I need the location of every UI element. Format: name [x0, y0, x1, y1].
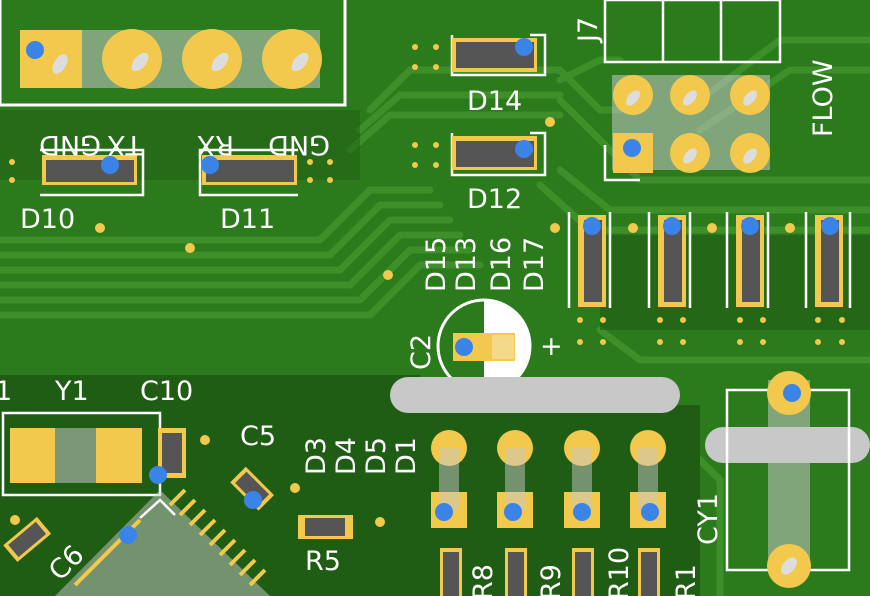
label-cy1: CY1 [693, 493, 724, 545]
label-y1: Y1 [54, 376, 89, 407]
label-d1: D1 [391, 437, 422, 475]
j7-connector [603, 0, 782, 182]
ic-package [55, 488, 270, 596]
label-c10: C10 [140, 376, 193, 407]
label-d14: D14 [467, 86, 522, 117]
label-c5: C5 [240, 421, 276, 452]
label-c2: C2 [406, 334, 437, 370]
label-flow: FLOW [808, 59, 839, 137]
label-r10: R10 [604, 547, 635, 596]
header-connector [0, 0, 347, 107]
board-slot [390, 377, 680, 413]
label-r5: R5 [305, 546, 341, 577]
led-d16 [725, 212, 770, 308]
label-r9: R9 [536, 564, 567, 596]
label-r1: R1 [671, 564, 702, 596]
led-d14 [450, 33, 547, 77]
led-d17 [804, 212, 852, 308]
led-d13 [647, 212, 692, 308]
header-pad-1 [20, 30, 82, 88]
label-d3: D3 [301, 437, 332, 475]
label-d5: D5 [361, 437, 392, 475]
capacitor-c10 [149, 428, 186, 484]
header-pad-4 [262, 29, 322, 89]
label-gnd-left: GND [39, 129, 101, 160]
led-d11 [198, 148, 298, 197]
resistor-r5 [298, 515, 353, 539]
label-partial: 1 [0, 376, 12, 407]
label-d12: D12 [467, 184, 522, 215]
via-dots [9, 44, 845, 527]
label-c2-polarity: + [540, 331, 563, 362]
header-pad-3 [182, 29, 242, 89]
label-d11: D11 [220, 204, 275, 235]
led-d12 [450, 131, 547, 177]
silkscreen-labels: J7 FLOW D14 D12 D10 D11 TX GND RX GND D1… [0, 17, 839, 596]
capacitor-c6 [3, 516, 52, 563]
label-d13: D13 [451, 237, 482, 292]
label-rx: RX [197, 129, 234, 160]
label-d15: D15 [421, 237, 452, 292]
label-r8: R8 [468, 564, 499, 596]
label-d4: D4 [331, 437, 362, 475]
header-pad-2 [102, 29, 162, 89]
resistor-row-bottom [440, 548, 660, 596]
label-tx: TX [107, 129, 143, 160]
label-j7: J7 [573, 17, 604, 44]
label-d10: D10 [20, 204, 75, 235]
led-d15 [567, 212, 612, 308]
capacitor-cy1 [725, 371, 851, 588]
label-d17: D17 [519, 237, 550, 292]
label-gnd-right: GND [268, 129, 330, 160]
led-row-bottom [431, 430, 666, 528]
led-column-group [567, 212, 852, 308]
label-d16: D16 [486, 237, 517, 292]
led-d10 [40, 148, 145, 197]
